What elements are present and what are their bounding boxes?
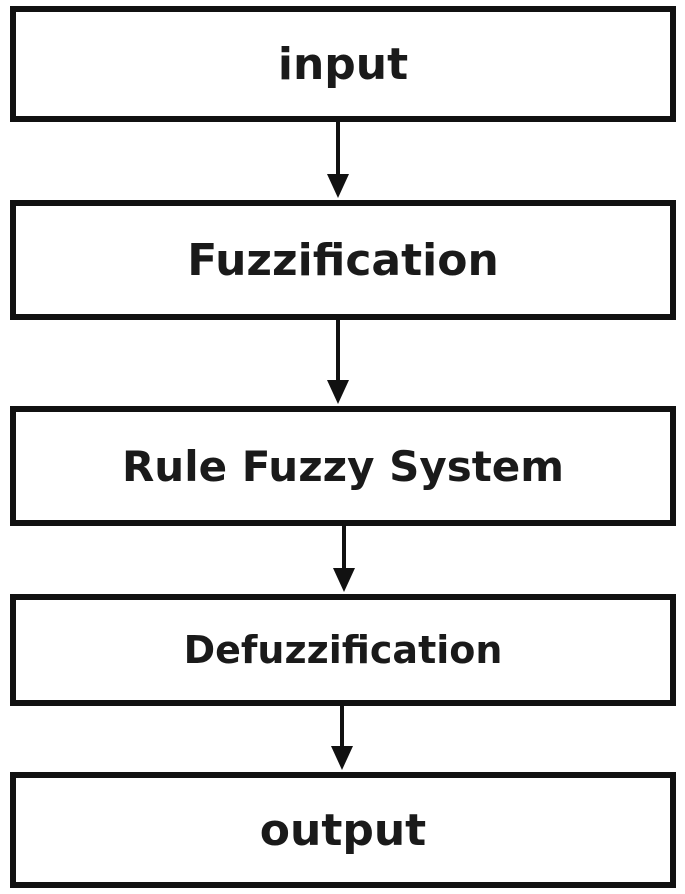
- flow-step-defuzzification: Defuzzification: [10, 594, 676, 706]
- flow-arrow: [327, 122, 349, 198]
- flow-arrow: [333, 526, 355, 592]
- flow-arrow: [331, 706, 353, 770]
- flow-step-label: input: [277, 38, 409, 90]
- flow-step-label: Rule Fuzzy System: [121, 441, 565, 491]
- flow-step-label: Defuzzification: [183, 628, 503, 672]
- flow-step-label: output: [259, 804, 427, 856]
- flow-step-rule-fuzzy-system: Rule Fuzzy System: [10, 406, 676, 526]
- flow-step-input: input: [10, 6, 676, 122]
- flow-arrow: [327, 320, 349, 404]
- flow-step-fuzzification: Fuzzification: [10, 200, 676, 320]
- flow-step-label: Fuzzification: [187, 234, 499, 286]
- flow-step-output: output: [10, 772, 676, 888]
